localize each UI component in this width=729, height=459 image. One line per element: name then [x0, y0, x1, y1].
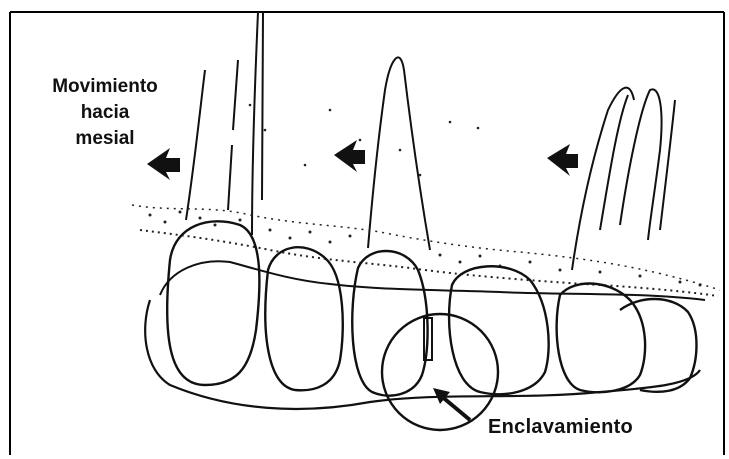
arrow-left-icon: [334, 140, 365, 172]
gum-contour-line: [160, 261, 705, 300]
canine-root: [368, 57, 430, 250]
tooth-crown-canine: [352, 251, 427, 396]
movement-label: Movimiento hacia mesial: [30, 74, 180, 152]
root-line-dashed: [228, 60, 238, 210]
premolar-root: [620, 89, 662, 240]
root-line: [186, 70, 205, 220]
movement-label-line-1: Movimiento: [30, 74, 180, 100]
tooth-crown-lateral: [265, 247, 342, 390]
interlock-pointer: [433, 388, 470, 420]
premolar-root: [600, 95, 628, 230]
tooth-crown-incisor: [167, 221, 259, 385]
arrow-left-icon: [547, 144, 578, 176]
tooth-roots: [186, 12, 675, 270]
interlock-circle: [382, 314, 498, 430]
movement-label-line-3: mesial: [30, 126, 180, 152]
tooth-crown-premolar: [557, 284, 646, 393]
movement-label-line-2: hacia: [30, 100, 180, 126]
root-line: [262, 12, 263, 200]
tooth-crown-molar: [620, 299, 697, 392]
premolar-root: [572, 88, 634, 270]
arrow-left-icon: [147, 148, 180, 180]
tooth-crowns: [167, 221, 696, 395]
gingiva-stipple: [132, 205, 720, 290]
interlock-label: Enclavamiento: [488, 414, 633, 440]
root-line: [252, 12, 258, 235]
